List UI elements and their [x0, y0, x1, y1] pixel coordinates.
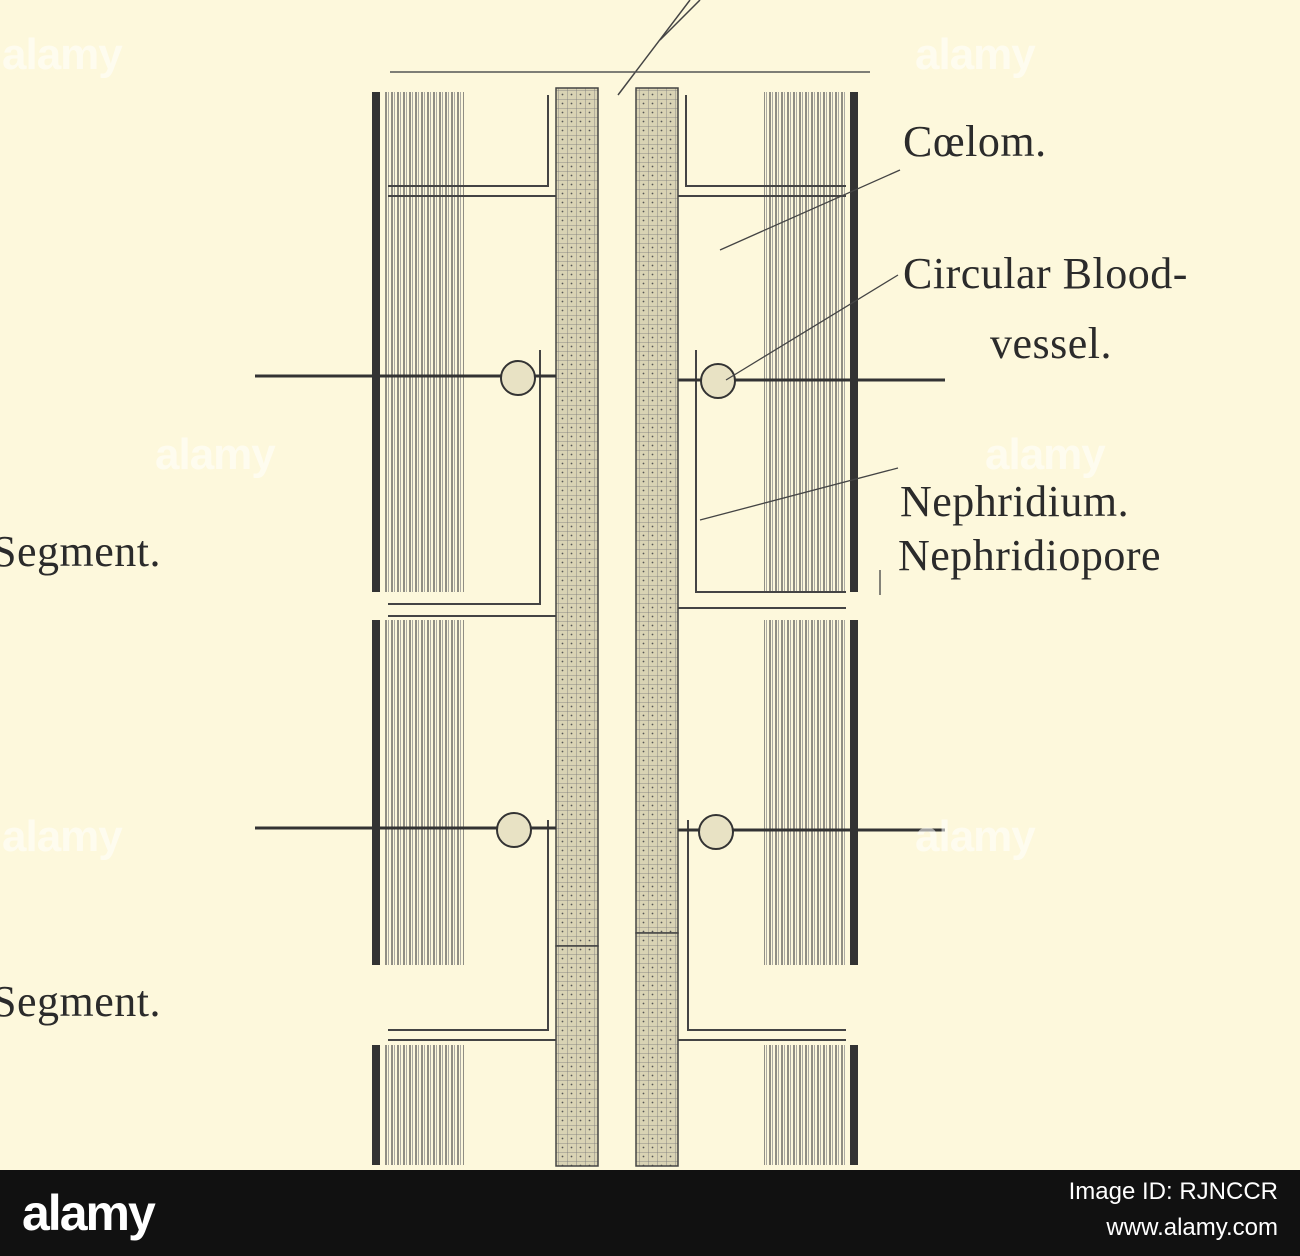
- label-nephridium: Nephridium.: [900, 477, 1130, 526]
- watermark: alamy: [2, 30, 123, 79]
- watermark: alamy: [155, 430, 276, 479]
- stock-url: www.alamy.com: [1106, 1214, 1278, 1241]
- label-segment-lower: Segment.: [0, 977, 161, 1026]
- watermark: alamy: [2, 812, 123, 861]
- diagram-stage: Cœlom. Circular Blood- vessel. Nephridiu…: [0, 0, 1188, 1167]
- watermark: alamy: [915, 812, 1036, 861]
- stock-image-id: Image ID: RJNCCR: [1068, 1178, 1278, 1205]
- stock-footer-bar: alamy Image ID: RJNCCR www.alamy.com: [0, 1170, 1300, 1256]
- label-segment-upper: Segment.: [0, 527, 161, 576]
- circular-blood-vessels: [255, 360, 945, 850]
- septa: [388, 95, 846, 1041]
- label-coelom: Cœlom.: [903, 117, 1047, 166]
- stock-logo-text: alamy: [22, 1185, 156, 1241]
- top-pointer-lines: [390, 0, 870, 96]
- earthworm-section-diagram: [255, 0, 945, 1167]
- label-circular-blood-vessel-2: vessel.: [990, 319, 1113, 368]
- intestine-wall: [555, 87, 679, 947]
- label-circular-blood-vessel: Circular Blood-: [903, 249, 1188, 298]
- watermark: alamy: [985, 430, 1106, 479]
- lower-wall: [372, 932, 858, 1167]
- left-body-wall: [372, 92, 464, 965]
- label-pointers: [699, 169, 901, 595]
- stock-logo: alamy: [22, 1184, 172, 1242]
- label-nephridiopore: Nephridiopore: [898, 531, 1162, 580]
- watermark: alamy: [915, 30, 1036, 79]
- right-body-wall: [764, 92, 858, 965]
